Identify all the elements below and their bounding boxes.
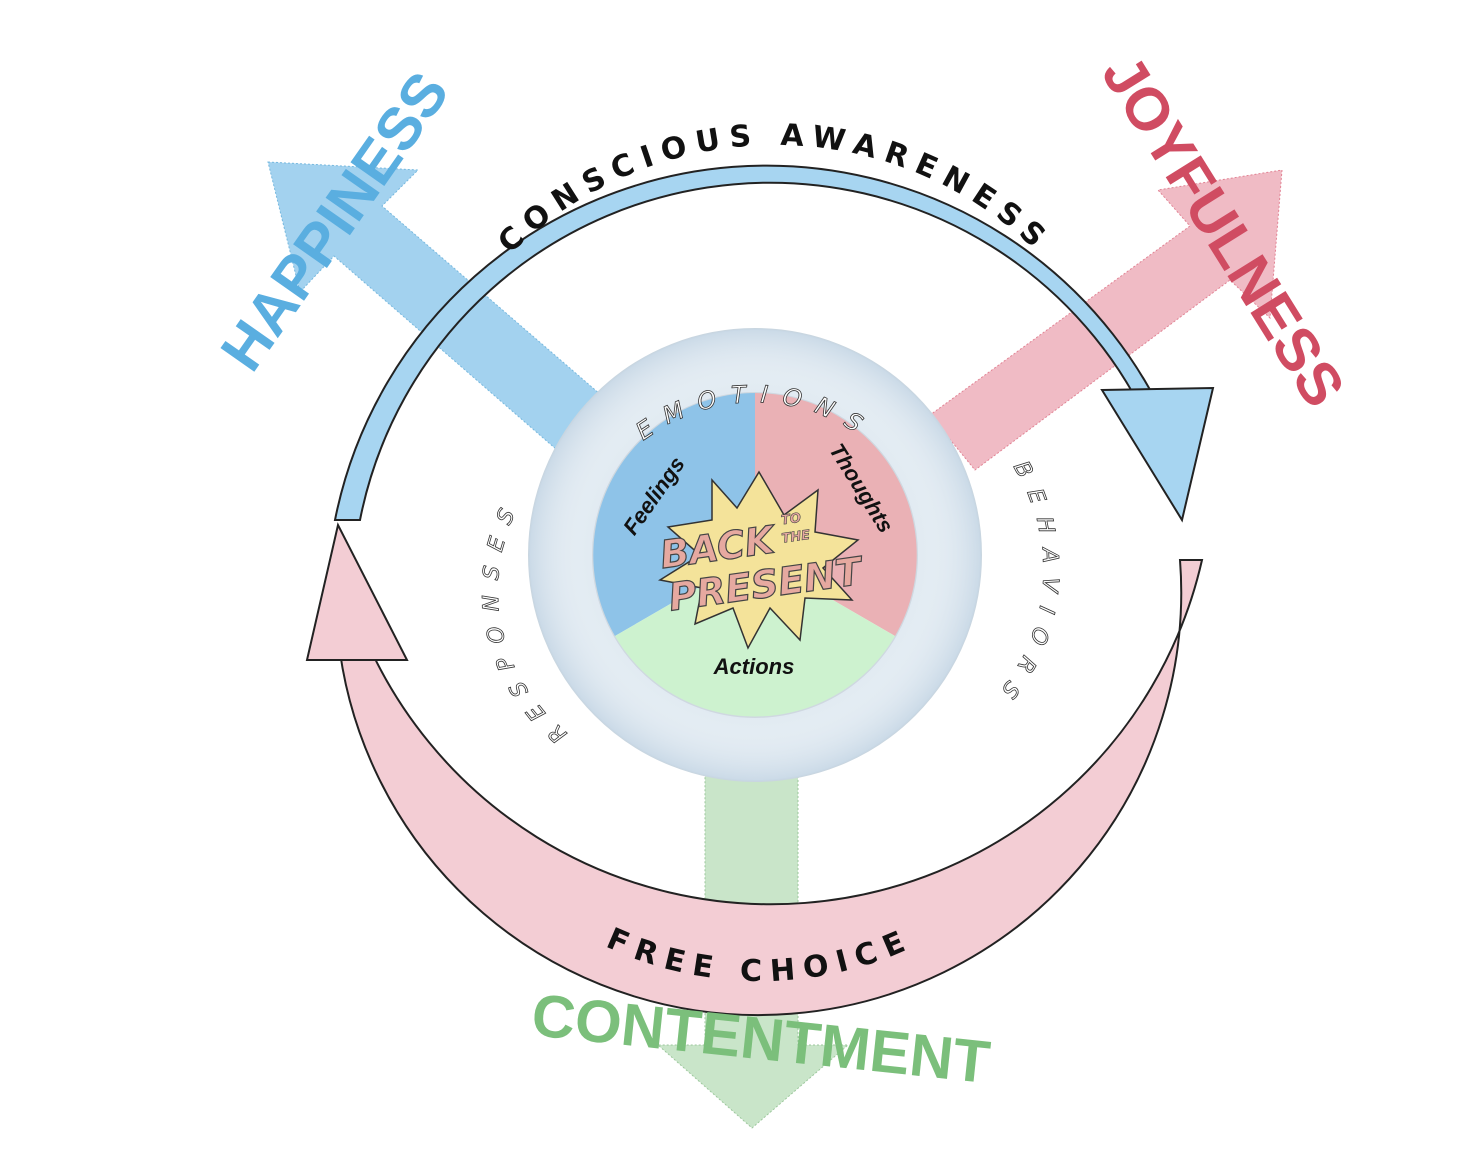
free-choice-arrowhead <box>305 522 409 661</box>
center-text-to: TO <box>780 511 802 529</box>
behaviors-label: BEHAVIORS <box>987 457 1063 713</box>
conscious-awareness-label: CONSCIOUS AWARENESS <box>492 118 1059 261</box>
actions-label: Actions <box>713 654 795 679</box>
center-text-the: THE <box>781 528 812 547</box>
free-choice-ring <box>335 559 1204 1017</box>
back-to-present-star <box>657 470 860 650</box>
awareness-arrowhead <box>1100 386 1215 523</box>
joyfulness-arrow <box>929 169 1283 471</box>
